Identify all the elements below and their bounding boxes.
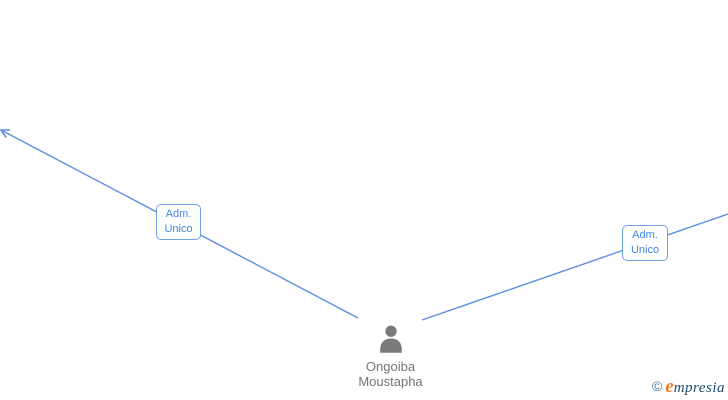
edge-line-right: [421, 213, 728, 321]
empresia-logo[interactable]: ©empresia: [652, 376, 725, 398]
empresia-logo-text: mpresia: [673, 380, 725, 396]
edge-label-adm-unico-right[interactable]: Adm. Unico: [622, 225, 668, 261]
edge-label-text-line1: Adm.: [632, 229, 658, 241]
person-name-line2: Moustapha: [358, 374, 423, 389]
edge-label-text-line2: Unico: [630, 244, 660, 256]
person-icon: [379, 325, 402, 353]
empresia-logo-initial: e: [665, 376, 674, 397]
edge-label-text-line1: Adm.: [165, 208, 192, 220]
edge-label-adm-unico-left[interactable]: Adm. Unico: [156, 204, 201, 240]
edge-arrowhead-left: [0, 129, 10, 138]
edge-label-text-line2: Unico: [164, 223, 193, 235]
copyright-icon: ©: [651, 378, 663, 394]
person-name-line1: Ongoiba: [365, 359, 416, 374]
person-node-ongoiba-moustapha[interactable]: Ongoiba Moustapha: [330, 324, 451, 389]
